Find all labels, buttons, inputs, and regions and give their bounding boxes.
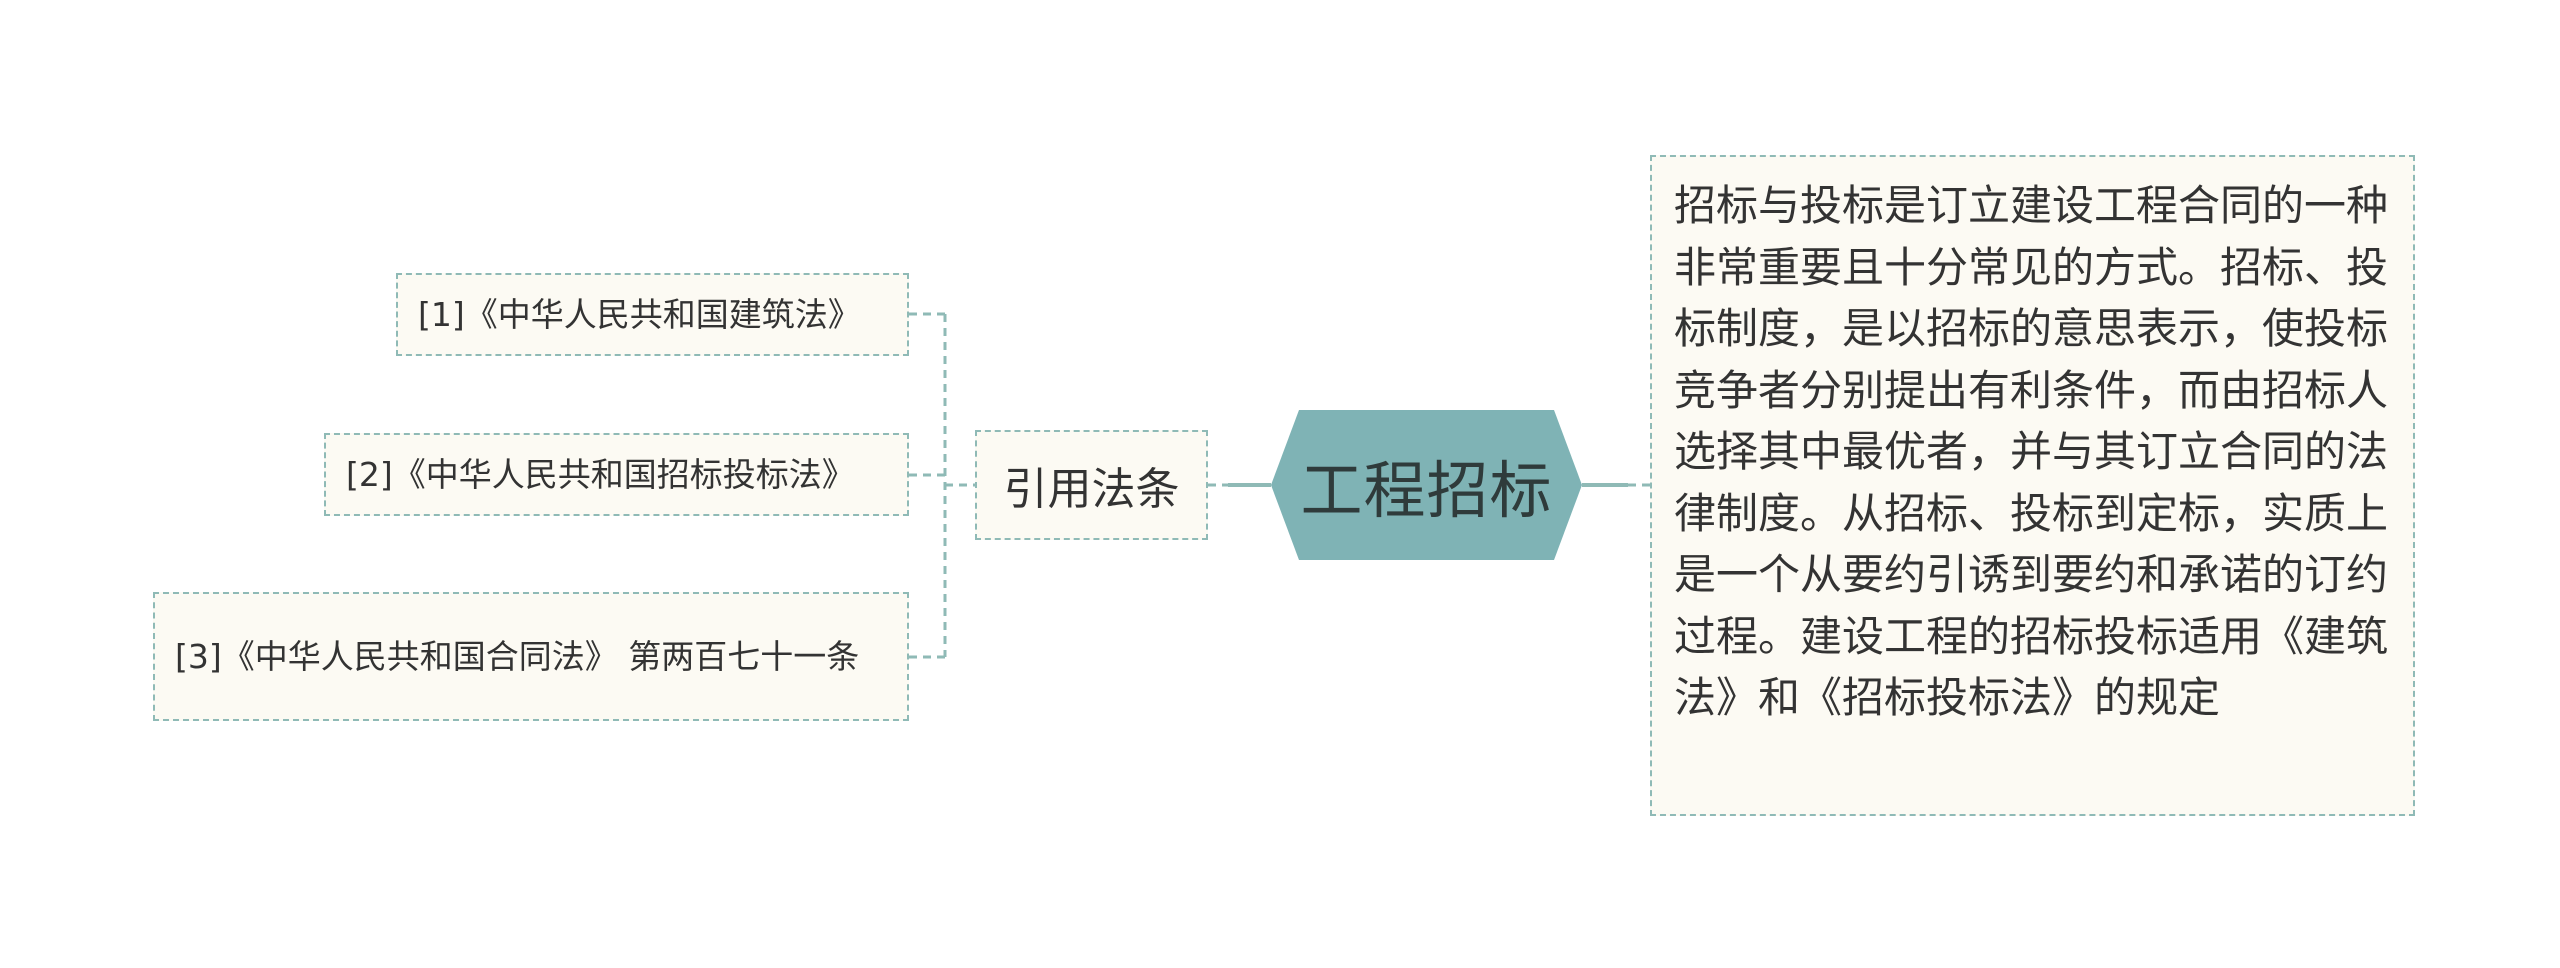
reference-node-3-text: [3]《中华人民共和国合同法》 第两百七十一条: [175, 636, 860, 676]
reference-node-1[interactable]: [1]《中华人民共和国建筑法》: [396, 273, 909, 356]
reference-node-2[interactable]: [2]《中华人民共和国招标投标法》: [324, 433, 909, 516]
references-topic-label: 引用法条: [1003, 464, 1180, 515]
root-topic-node[interactable]: 工程招标: [1271, 410, 1582, 560]
references-topic-node[interactable]: 引用法条: [975, 430, 1208, 540]
reference-node-1-text: [1]《中华人民共和国建筑法》: [418, 294, 861, 334]
description-node[interactable]: 招标与投标是订立建设工程合同的一种非常重要且十分常见的方式。招标、投标制度，是以…: [1650, 155, 2415, 816]
reference-node-2-text: [2]《中华人民共和国招标投标法》: [346, 454, 855, 494]
root-topic-label: 工程招标: [1300, 454, 1553, 527]
root-hexagon-shape: [1271, 410, 1582, 560]
reference-node-3[interactable]: [3]《中华人民共和国合同法》 第两百七十一条: [153, 592, 909, 721]
description-text: 招标与投标是订立建设工程合同的一种非常重要且十分常见的方式。招标、投标制度，是以…: [1674, 181, 2389, 722]
